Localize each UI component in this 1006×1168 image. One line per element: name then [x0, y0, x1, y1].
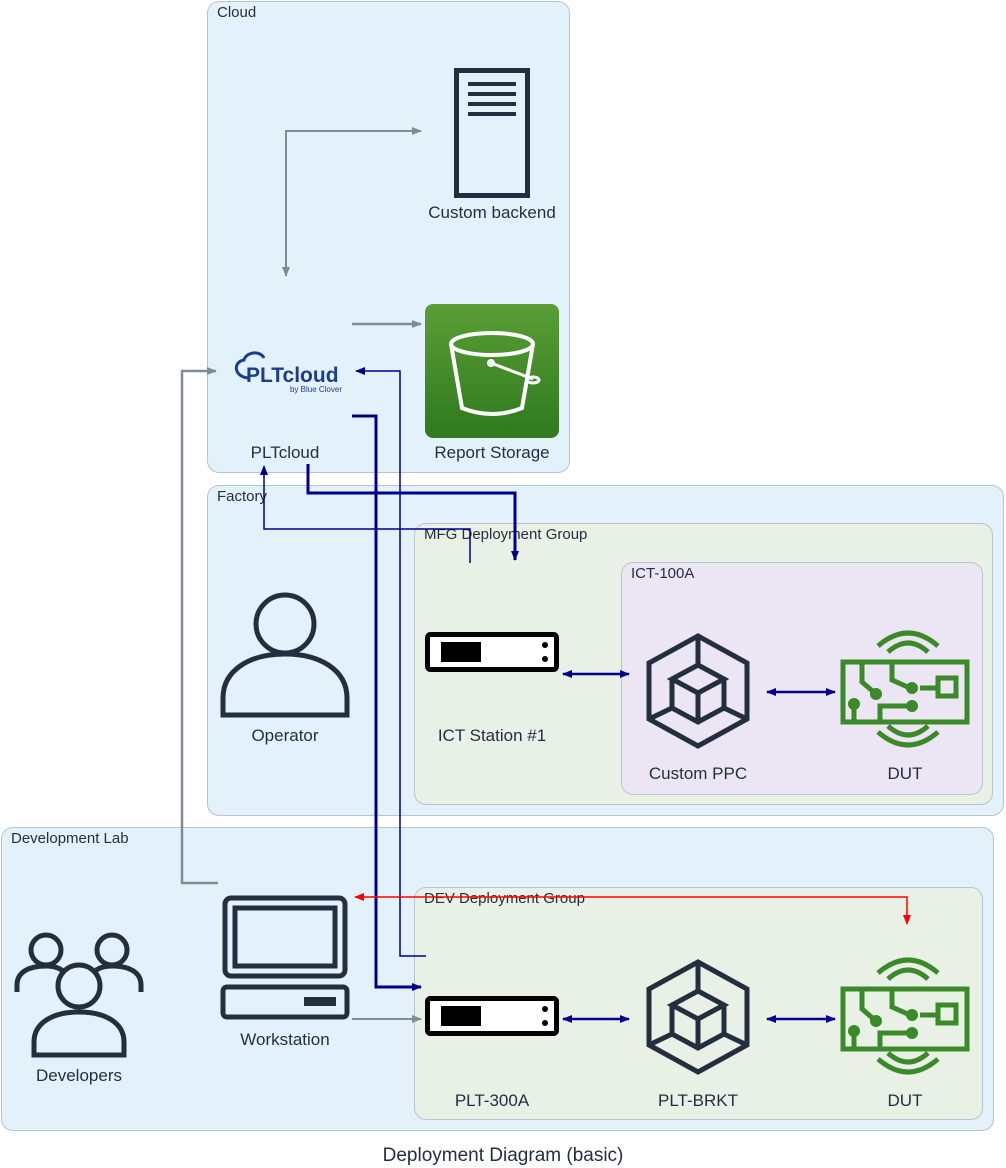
edge-plt300a-pltcloud	[355, 367, 426, 957]
workstation-icon	[220, 895, 350, 1020]
plt300a-icon	[425, 996, 559, 1036]
report-storage-label: Report Storage	[434, 443, 550, 462]
factory-group-label: Factory	[217, 488, 268, 505]
server-icon	[454, 68, 530, 198]
custom-ppc-cube-icon	[646, 633, 750, 749]
cloud-group: Cloud	[207, 1, 570, 473]
plt-brkt-cube-icon	[646, 959, 750, 1075]
ict-100a-group: ICT-100A	[621, 562, 983, 795]
operator-icon	[220, 592, 350, 718]
logo-tagline: by Blue Clover	[290, 385, 342, 394]
dut-ict-label: DUT	[887, 764, 923, 783]
ict-station-icon	[425, 632, 559, 672]
dut-dev-pcb-icon	[840, 957, 970, 1075]
custom-backend-label: Custom backend	[428, 203, 556, 222]
edge-ict-pltcloud	[260, 465, 471, 563]
pltcloud-logo-icon: PLTcloud by Blue Clover	[234, 351, 342, 394]
logo-name: PLTcloud	[246, 364, 339, 387]
mfg-group-label: MFG Deployment Group	[424, 526, 588, 543]
diagram-caption: Deployment Diagram (basic)	[382, 1145, 624, 1166]
edge-workstation-dut	[354, 893, 911, 925]
devlab-group-label: Development Lab	[11, 830, 129, 847]
ict-group-label: ICT-100A	[631, 565, 695, 582]
edge-pltcloud-ict	[306, 464, 519, 561]
edge-backend-pltcloud	[285, 127, 422, 276]
workstation-label: Workstation	[240, 1030, 330, 1049]
storage-bucket-icon	[425, 304, 559, 438]
dut-pcb-icon	[840, 630, 970, 748]
plt300a-label: PLT-300A	[454, 1091, 530, 1110]
developers-label: Developers	[36, 1066, 122, 1085]
plt-brkt-label: PLT-BRKT	[658, 1091, 738, 1110]
dut-dev-label: DUT	[887, 1091, 923, 1110]
operator-label: Operator	[251, 726, 319, 745]
pltcloud-label: PLTcloud	[250, 443, 320, 462]
edge-pltcloud-plt300a	[352, 414, 422, 991]
custom-ppc-label: Custom PPC	[648, 764, 748, 783]
cloud-group-label: Cloud	[217, 4, 257, 21]
edge-workstation-pltcloud	[180, 367, 218, 885]
ict-station-label: ICT Station #1	[437, 726, 547, 745]
developers-icon	[14, 932, 144, 1058]
